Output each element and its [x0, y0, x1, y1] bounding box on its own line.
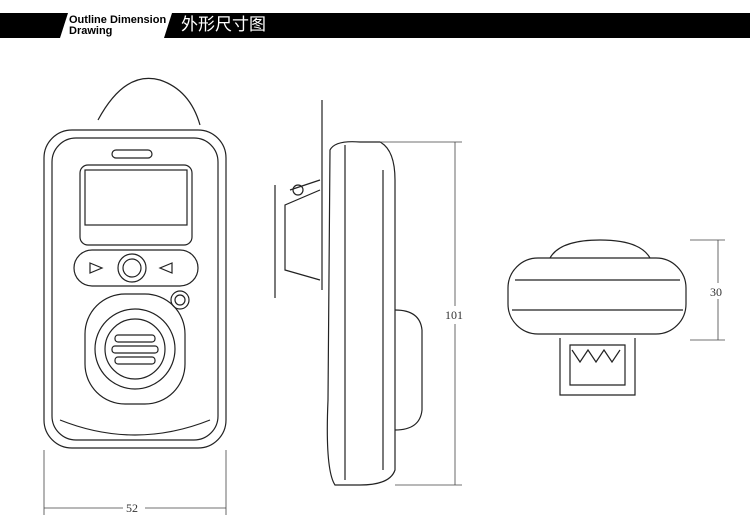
depth-dimension-label: 30 [710, 285, 722, 299]
width-dimension-label: 52 [126, 501, 138, 515]
header-title-zh: 外形尺寸图 [181, 15, 266, 34]
front-view [43, 77, 227, 449]
top-view [507, 239, 687, 396]
side-view [274, 100, 423, 486]
height-dimension-label: 101 [445, 308, 463, 322]
header-title-panel [60, 13, 172, 38]
